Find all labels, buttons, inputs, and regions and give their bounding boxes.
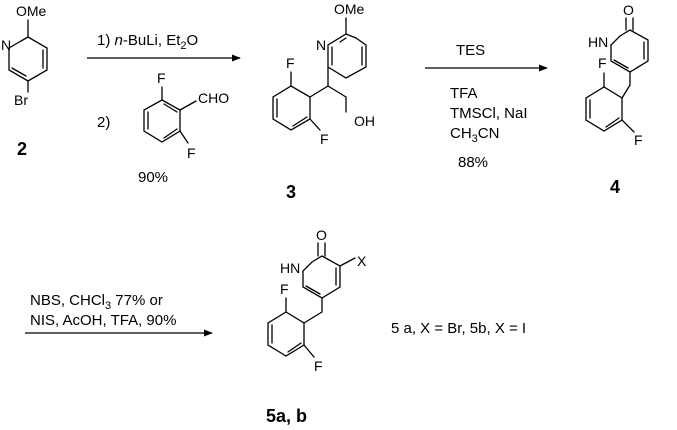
reagent-line-2-prefix: 2) — [97, 114, 110, 131]
atom-f-top: F — [280, 281, 289, 297]
compound-4: O HN F F 4 — [585, 2, 649, 197]
compound-label: 2 — [17, 139, 27, 159]
compound-3: OMe N F OH F 3 — [272, 1, 375, 202]
atom-f-top: F — [598, 55, 607, 71]
reagent-line-1: NBS, CHCl3 77% or — [30, 292, 163, 312]
atom-cho: CHO — [198, 90, 229, 106]
reagent-line-1: 1) n-BuLi, Et2O — [97, 32, 198, 52]
compound-label: 3 — [286, 182, 296, 202]
compound-2: OMe N Br 2 — [1, 3, 48, 159]
yield-step-1: 90% — [138, 169, 168, 186]
atom-oh: OH — [354, 113, 375, 129]
atom-n: N — [1, 37, 11, 53]
atom-n: N — [316, 37, 326, 53]
difluorobenzaldehyde: F CHO F — [143, 70, 229, 161]
reagent-below-1: TFA — [450, 85, 478, 102]
step-2-conditions: TES TFA TMSCl, NaI CH3CN 88% — [425, 42, 548, 171]
atom-f-top: F — [286, 55, 295, 71]
compound-5ab: O HN X F F 5a, b — [266, 227, 367, 426]
atom-nh: HN — [588, 34, 608, 50]
atom-f-bottom: F — [634, 132, 643, 148]
compound-label: 5a, b — [266, 406, 307, 426]
atom-f-bottom: F — [320, 131, 329, 147]
atom-ome: OMe — [334, 1, 365, 17]
step-1-conditions: 1) n-BuLi, Et2O 2) F CHO F 90% — [87, 32, 241, 186]
atom-o: O — [316, 227, 327, 243]
compound-label: 4 — [610, 177, 620, 197]
atom-f-bottom: F — [187, 145, 196, 161]
yield-step-2: 88% — [458, 154, 488, 171]
substituent-note: 5 a, X = Br, 5b, X = I — [391, 320, 526, 337]
atom-f-top: F — [157, 70, 166, 86]
reagent-below-2: TMSCl, NaI — [450, 105, 528, 122]
atom-nh: HN — [280, 260, 300, 276]
atom-x: X — [357, 253, 367, 269]
reagent-above: TES — [456, 42, 485, 59]
reagent-line-2: NIS, AcOH, TFA, 90% — [30, 312, 176, 329]
atom-ome: OMe — [16, 3, 47, 19]
reagent-below-3: CH3CN — [450, 125, 499, 145]
step-3-conditions: NBS, CHCl3 77% or NIS, AcOH, TFA, 90% — [25, 292, 213, 337]
atom-br: Br — [14, 92, 28, 108]
atom-f-bottom: F — [314, 358, 323, 374]
atom-o: O — [623, 2, 634, 18]
